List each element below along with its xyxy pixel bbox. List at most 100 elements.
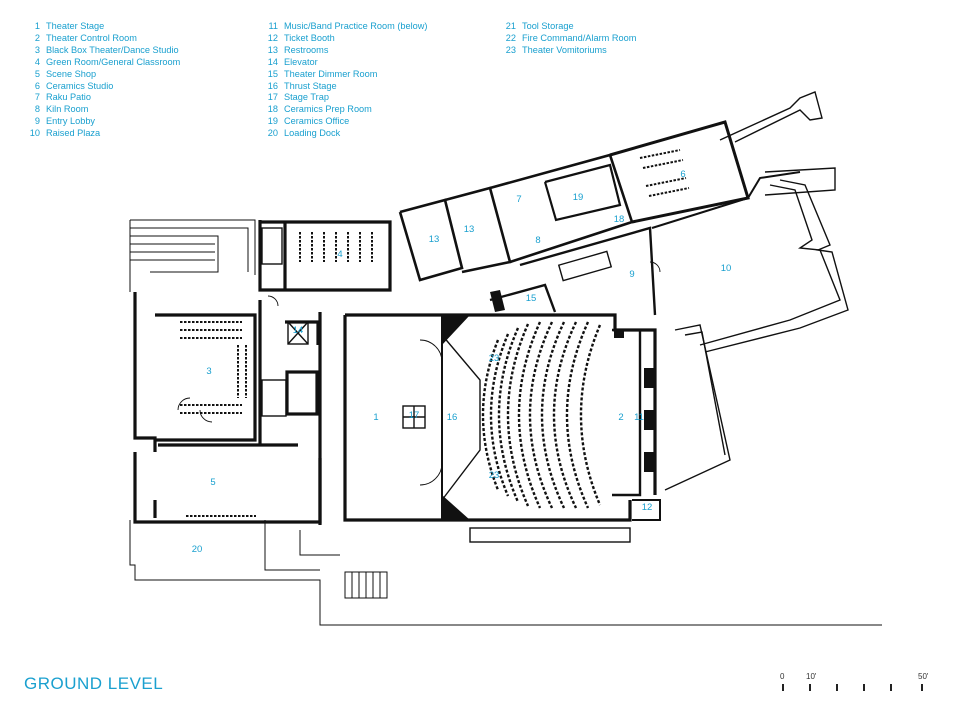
seat-row xyxy=(639,149,681,159)
plan-label-12: 12 xyxy=(642,502,653,513)
scale-tick xyxy=(782,684,784,691)
site-line xyxy=(129,520,882,626)
wall xyxy=(609,120,750,224)
plan-label-1: 1 xyxy=(373,412,378,423)
wall xyxy=(343,315,442,522)
site-line xyxy=(264,520,320,571)
wall xyxy=(442,500,632,522)
scale-label-zero: 0 xyxy=(780,672,785,681)
seating-row xyxy=(565,321,590,509)
scale-tick xyxy=(809,684,811,691)
plan-label-16: 16 xyxy=(447,412,458,423)
plaza-stair xyxy=(764,167,836,196)
wall xyxy=(444,186,512,274)
corridor-line xyxy=(130,235,219,273)
wall xyxy=(612,328,642,497)
scale-tick xyxy=(863,684,865,691)
wall xyxy=(543,163,622,222)
dock-line xyxy=(299,530,340,556)
seating-row xyxy=(497,327,520,503)
wall xyxy=(442,313,657,495)
plan-label-3: 3 xyxy=(206,366,211,377)
level-title: GROUND LEVEL xyxy=(24,674,164,693)
corridor-line xyxy=(130,219,256,275)
plan-label-2: 2 xyxy=(618,412,623,423)
plan-label-13a: 13 xyxy=(429,234,440,245)
plan-label-18: 18 xyxy=(614,214,625,225)
scale-tick xyxy=(890,684,892,691)
plan-label-4: 4 xyxy=(337,249,342,260)
seat-row xyxy=(645,177,687,187)
seating-row xyxy=(540,321,566,509)
scale-label-fifty: 50' xyxy=(918,672,929,681)
door-swing xyxy=(649,261,661,273)
wall xyxy=(489,153,634,264)
plaza-stair xyxy=(719,91,823,143)
plan-label-9: 9 xyxy=(629,269,634,280)
seating-row xyxy=(552,321,578,509)
plan-label-23b: 23 xyxy=(489,470,500,481)
plan-label-23a: 23 xyxy=(489,353,500,364)
solid-wall xyxy=(442,495,470,520)
plan-label-6: 6 xyxy=(680,169,685,180)
plan-label-13b: 13 xyxy=(464,224,475,235)
wall xyxy=(632,499,661,521)
seating-row xyxy=(481,339,500,491)
wall xyxy=(398,198,464,282)
wall xyxy=(133,292,157,452)
seating-row xyxy=(579,324,602,506)
solid-wall xyxy=(644,410,654,430)
plaza-stair xyxy=(699,184,841,346)
solid-wall xyxy=(644,368,654,388)
plan-label-20: 20 xyxy=(192,544,203,555)
seating-row xyxy=(517,321,542,509)
scale-label-ten: 10' xyxy=(806,672,817,681)
plaza-wall xyxy=(684,331,726,456)
lobby-stair xyxy=(557,250,613,282)
plan-label-15: 15 xyxy=(526,293,537,304)
north-stair xyxy=(261,227,283,265)
scale-tick xyxy=(836,684,838,691)
door-swing xyxy=(177,397,191,411)
plan-label-5: 5 xyxy=(210,477,215,488)
plaza-stair xyxy=(704,179,849,353)
wall xyxy=(258,220,392,292)
plan-label-14: 14 xyxy=(293,325,304,336)
wall xyxy=(155,313,257,442)
wall xyxy=(519,226,657,316)
wall xyxy=(133,452,322,524)
solid-wall xyxy=(490,290,505,312)
black-box-stair xyxy=(261,379,287,417)
plan-label-19: 19 xyxy=(573,192,584,203)
solid-wall xyxy=(614,330,624,338)
solid-wall xyxy=(442,315,470,345)
elevator xyxy=(287,321,309,345)
solid-wall xyxy=(644,452,654,472)
plan-label-8: 8 xyxy=(535,235,540,246)
plan-label-11: 11 xyxy=(634,412,644,423)
seat-row xyxy=(642,159,684,169)
wall xyxy=(489,283,557,313)
